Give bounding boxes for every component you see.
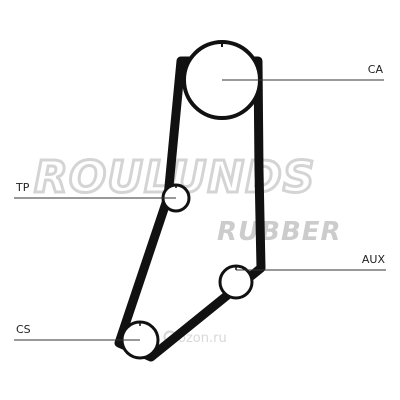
watermark-site: ozon.ru <box>178 331 227 346</box>
auxiliary-pulley <box>218 264 254 300</box>
watermark-sub: RUBBER <box>217 217 342 247</box>
label-aux: AUX <box>362 253 386 266</box>
label-ca: CA <box>368 63 384 76</box>
label-tp: TP <box>15 181 30 194</box>
label-cs: CS <box>16 323 31 336</box>
